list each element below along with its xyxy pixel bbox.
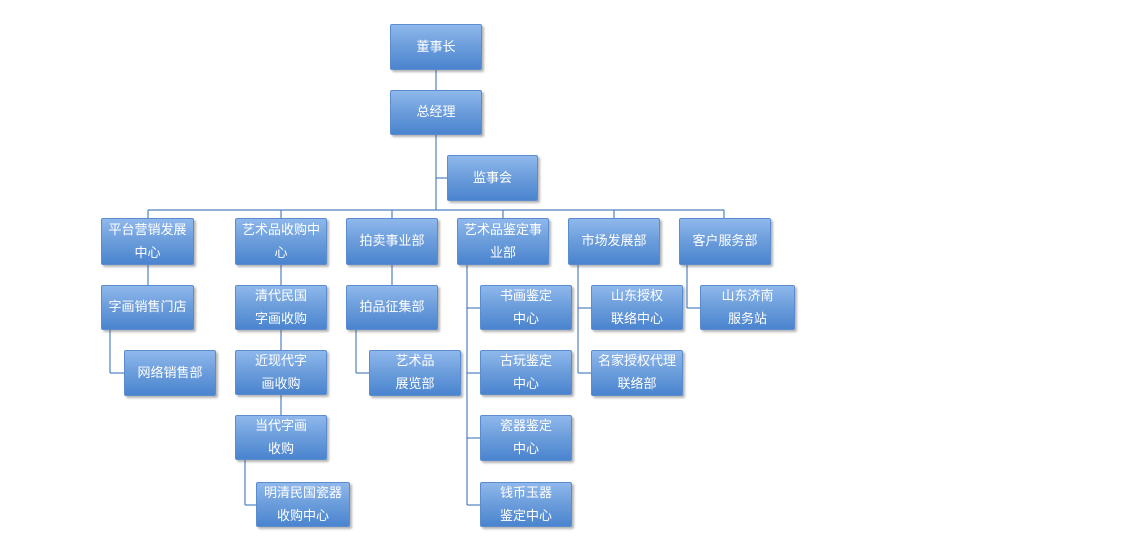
node-online-sales: 网络销售部 [124,350,216,396]
node-modern-painting-label: 近现代字画收购 [254,353,307,392]
node-general-manager-label: 总经理 [416,105,456,120]
node-ming-qing-porcelain: 明清民国瓷器收购中心 [256,482,350,527]
node-auction: 拍卖事业部 [346,218,438,265]
node-market-development: 市场发展部 [568,218,660,265]
node-customer-service-label: 客户服务部 [692,234,758,249]
node-famous-agent-liaison-label: 名家授权代理联络部 [597,354,676,392]
node-art-acquisition-label: 艺术品收购中心 [241,222,320,261]
node-antique-appraisal: 古玩鉴定中心 [480,350,572,395]
node-qing-republic-painting-label: 清代民国字画收购 [254,288,307,327]
node-contemporary-painting-label: 当代字画收购 [254,418,307,457]
node-calligraphy-appraisal-label: 书画鉴定中心 [499,288,552,327]
node-calligraphy-appraisal: 书画鉴定中心 [480,285,572,330]
node-coin-jade-appraisal: 钱币玉器鉴定中心 [480,482,572,527]
node-art-appraisal: 艺术品鉴定事业部 [457,218,549,265]
node-supervisory-board: 监事会 [447,155,538,201]
node-qing-republic-painting: 清代民国字画收购 [235,285,327,330]
node-art-acquisition: 艺术品收购中心 [235,218,327,265]
node-ming-qing-porcelain-label: 明清民国瓷器收购中心 [263,485,342,524]
node-modern-painting: 近现代字画收购 [235,350,327,395]
node-art-exhibition: 艺术品展览部 [369,350,461,396]
node-online-sales-label: 网络销售部 [137,365,203,381]
node-jinan-station: 山东济南服务站 [700,285,795,330]
node-lot-collection-label: 拍品征集部 [359,300,425,315]
node-lot-collection: 拍品征集部 [346,285,438,330]
node-platform-marketing-label: 平台营销发展中心 [108,222,187,261]
node-porcelain-appraisal: 瓷器鉴定中心 [480,415,572,461]
node-auction-label: 拍卖事业部 [359,234,425,249]
node-chairman: 董事长 [390,24,482,70]
node-market-development-label: 市场发展部 [581,234,647,249]
node-porcelain-appraisal-label: 瓷器鉴定中心 [499,419,552,457]
node-jinan-station-label: 山东济南服务站 [721,288,774,327]
node-contemporary-painting: 当代字画收购 [235,415,327,460]
node-painting-store-label: 字画销售门店 [108,300,187,315]
node-painting-store: 字画销售门店 [101,285,194,330]
node-famous-agent-liaison: 名家授权代理联络部 [591,350,683,396]
node-supervisory-board-label: 监事会 [472,170,512,186]
node-chairman-label: 董事长 [416,39,456,55]
node-art-appraisal-label: 艺术品鉴定事业部 [463,222,542,261]
node-shandong-liaison-label: 山东授权联络中心 [610,288,663,327]
node-platform-marketing: 平台营销发展中心 [101,218,194,265]
node-art-exhibition-label: 艺术品展览部 [395,354,435,392]
node-coin-jade-appraisal-label: 钱币玉器鉴定中心 [499,485,552,524]
node-shandong-liaison: 山东授权联络中心 [591,285,683,330]
node-customer-service: 客户服务部 [679,218,771,265]
node-antique-appraisal-label: 古玩鉴定中心 [499,353,552,392]
node-general-manager: 总经理 [390,90,482,135]
